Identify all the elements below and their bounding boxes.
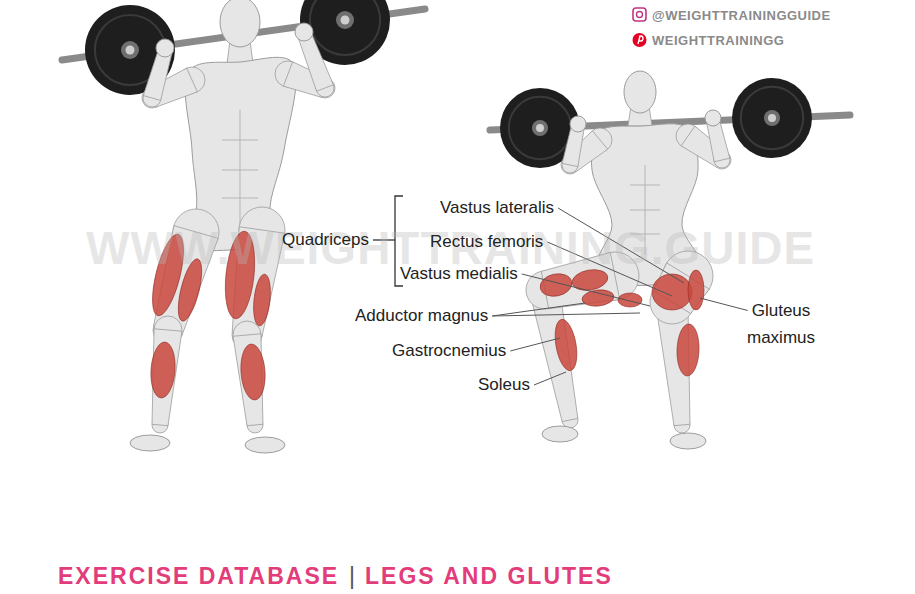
leader-line xyxy=(510,338,560,351)
instagram-icon xyxy=(637,12,643,18)
plate-ring xyxy=(509,97,571,159)
hand xyxy=(295,23,313,41)
muscle-label: Adductor magnus xyxy=(355,306,488,326)
bar-end xyxy=(768,114,776,122)
group-label: Quadriceps xyxy=(282,230,369,250)
leader-line xyxy=(492,313,640,316)
muscle-highlight xyxy=(538,271,574,299)
muscle-highlight xyxy=(652,274,692,310)
muscle-label: Soleus xyxy=(478,375,530,395)
pinterest-icon xyxy=(638,36,643,44)
foot xyxy=(245,437,285,453)
footer-text: EXERCISE DATABASE xyxy=(58,563,339,589)
muscle-highlight xyxy=(581,288,614,307)
limb xyxy=(298,33,333,91)
foot xyxy=(542,426,578,442)
plate-hub xyxy=(764,110,780,126)
muscle-highlight xyxy=(618,293,642,307)
bar-end xyxy=(536,124,544,132)
hand xyxy=(156,39,174,57)
foot xyxy=(130,435,170,451)
instagram-icon xyxy=(633,8,646,21)
limb xyxy=(143,50,171,100)
muscle-highlight xyxy=(676,324,700,377)
leader-line xyxy=(700,298,748,311)
plate-hub xyxy=(121,41,139,59)
muscle-label: Vastus lateralis xyxy=(440,198,554,218)
muscle-label: Vastus medialis xyxy=(400,264,518,284)
social-handle: @WEIGHTTRAININGGUIDE xyxy=(652,6,831,26)
leader-line xyxy=(522,274,650,306)
hand xyxy=(570,116,586,132)
muscle-label: Gastrocnemius xyxy=(392,341,506,361)
bar-end xyxy=(126,46,135,55)
muscle-highlight xyxy=(552,318,581,373)
footer-separator: | xyxy=(349,563,355,589)
bar-end xyxy=(341,16,350,25)
pinterest-icon xyxy=(633,33,647,47)
head xyxy=(220,0,260,47)
muscle-highlight xyxy=(239,343,267,401)
plate-ring xyxy=(741,87,803,149)
head xyxy=(624,71,656,113)
hand xyxy=(705,110,721,126)
plate-hub xyxy=(336,11,354,29)
footer-text: LEGS AND GLUTES xyxy=(365,563,613,589)
social-handle: WEIGHTTRAININGG xyxy=(652,31,784,51)
weight-plate xyxy=(732,78,812,158)
muscle-highlight xyxy=(251,273,272,326)
plate-hub xyxy=(532,120,548,136)
muscle-highlight xyxy=(688,270,704,310)
muscle-label: Gluteus maximus xyxy=(736,297,826,351)
muscle-highlight xyxy=(149,341,177,399)
abdominal-lines xyxy=(222,110,258,225)
plate-ring xyxy=(310,0,380,55)
foot xyxy=(670,433,706,449)
leader-line xyxy=(534,372,566,385)
muscle-label: Rectus femoris xyxy=(430,232,543,252)
